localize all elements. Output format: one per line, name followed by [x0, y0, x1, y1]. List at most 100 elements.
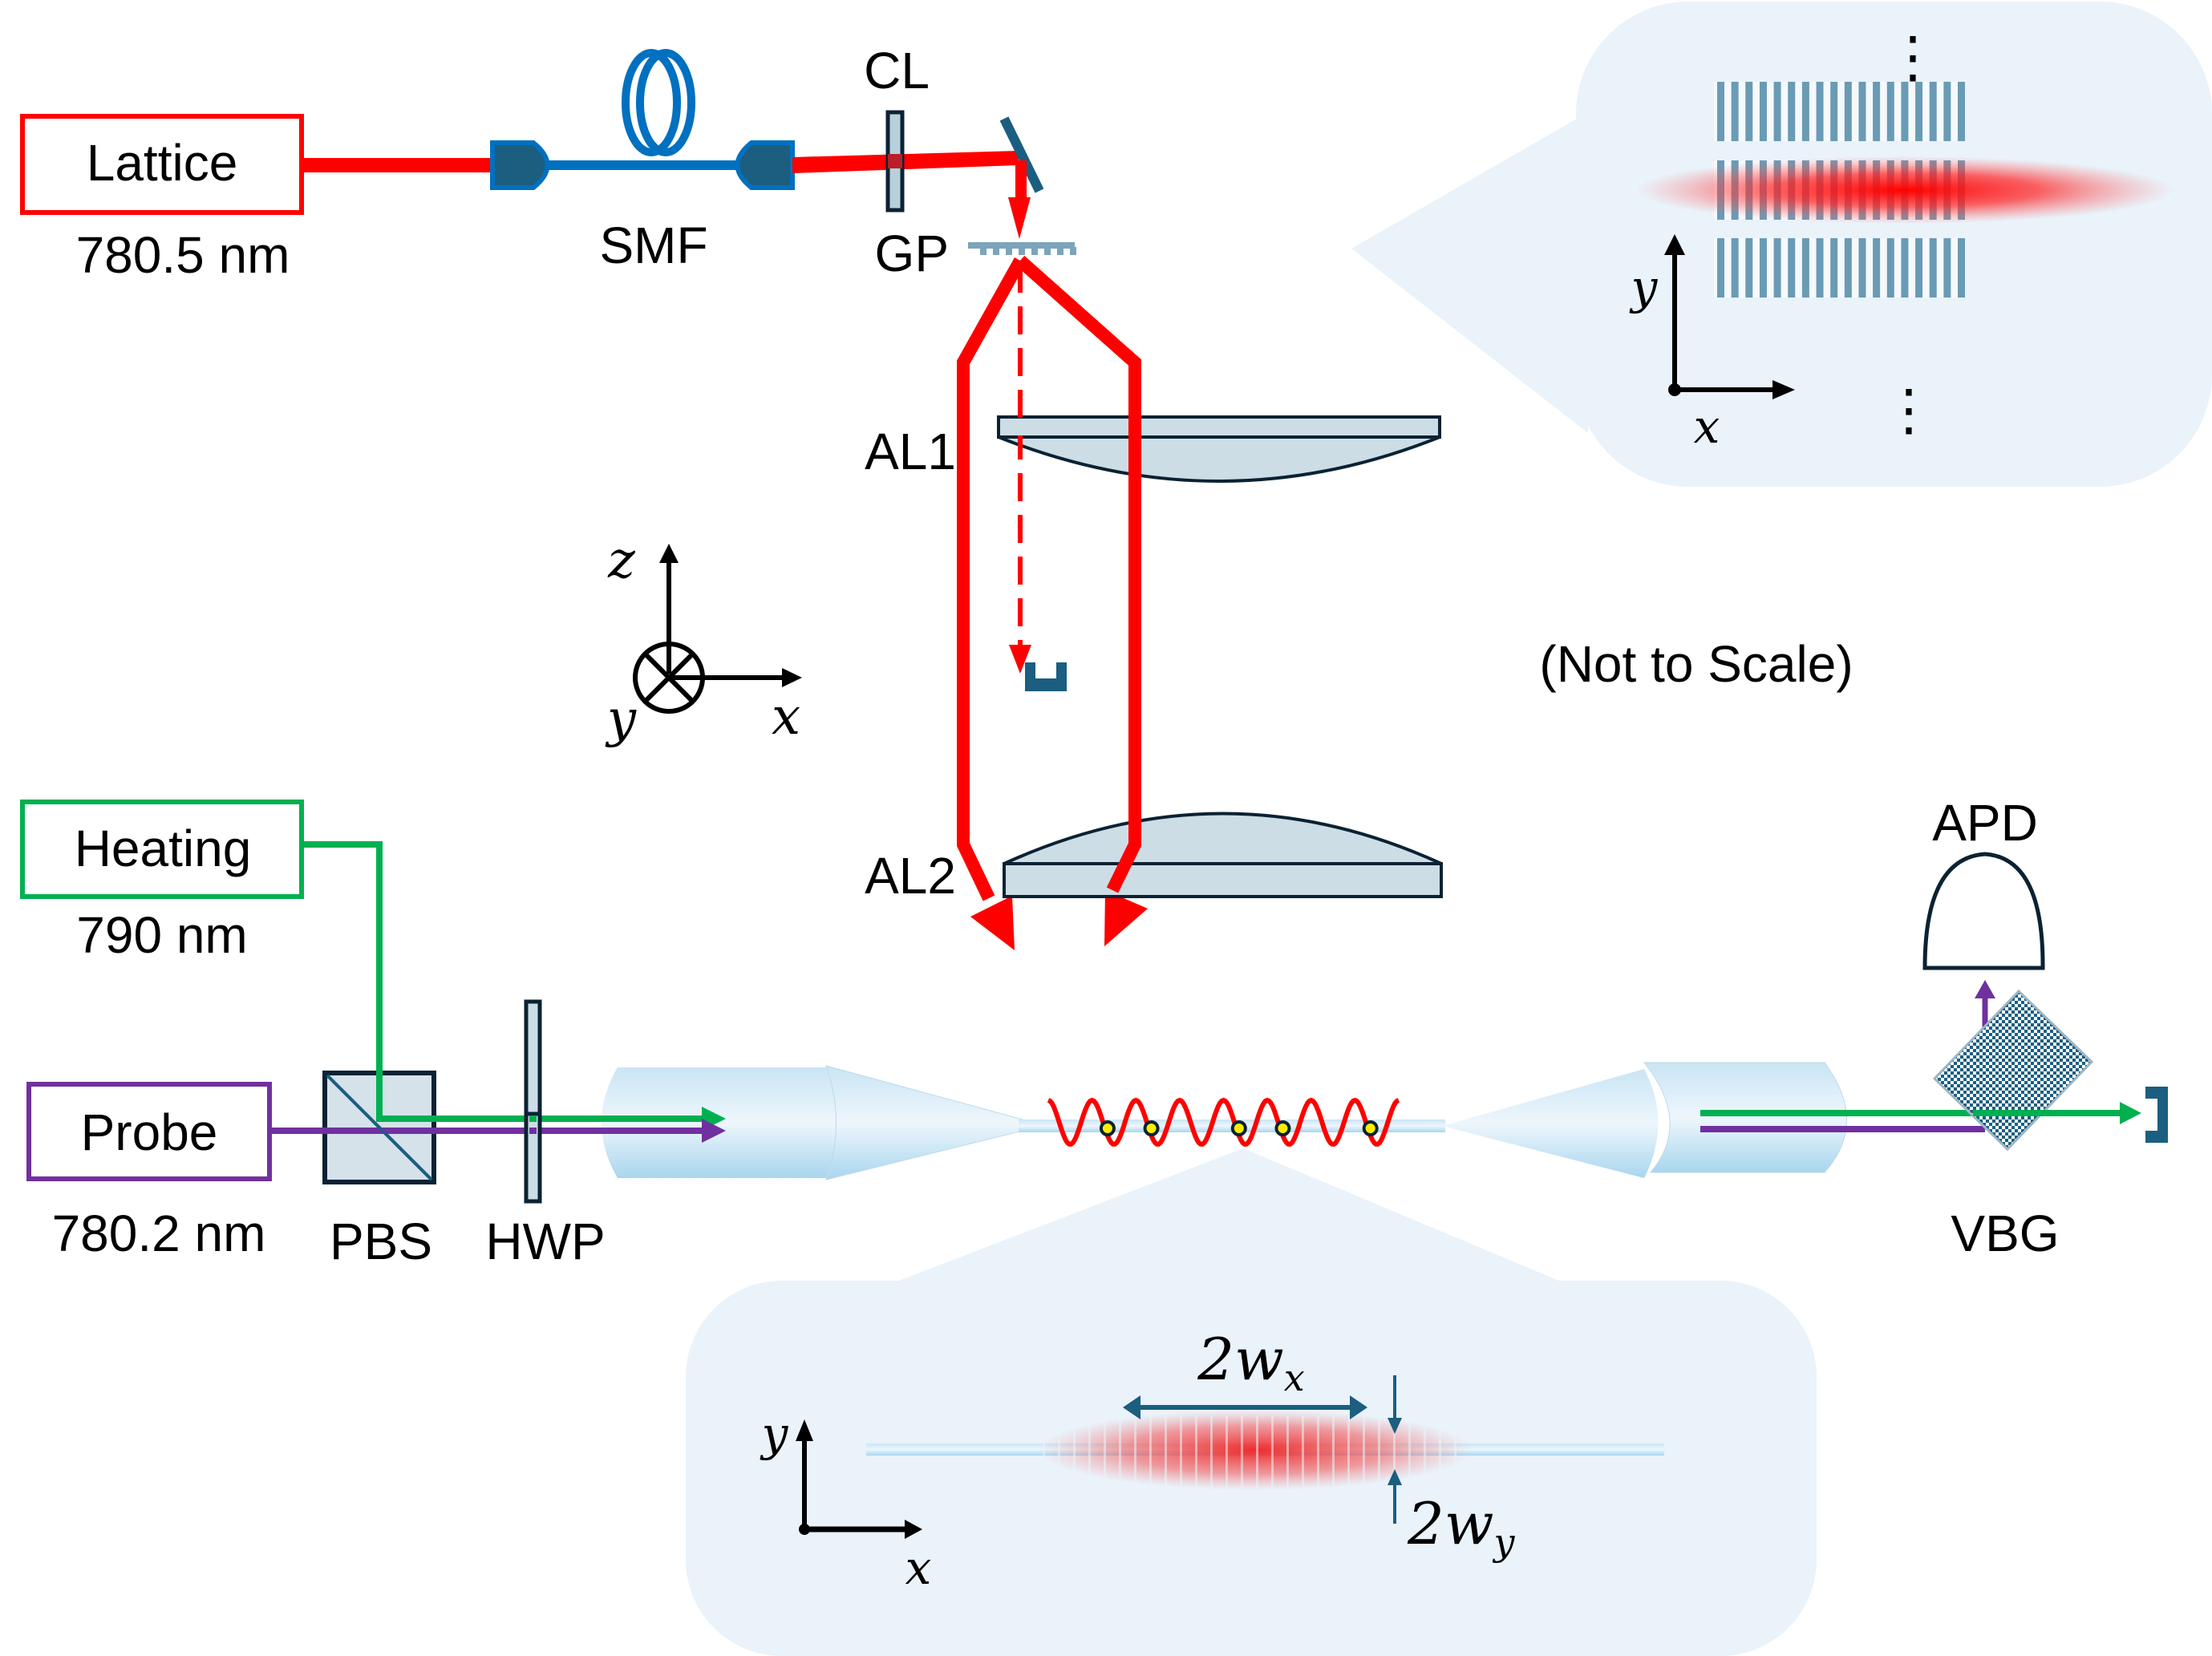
grating-bar — [1788, 238, 1796, 298]
grating-tooth — [1044, 247, 1051, 255]
grating-bar — [1915, 238, 1923, 298]
fringe — [1165, 1415, 1167, 1488]
probe-up-arrow-icon — [1975, 980, 1995, 998]
zero-order-arrow-icon — [1009, 645, 1031, 674]
fringe — [1134, 1415, 1136, 1488]
grating-bar — [1915, 82, 1923, 141]
grating-tooth — [980, 247, 986, 255]
al1-label: AL1 — [865, 423, 956, 480]
wy-arrow-up-icon — [1388, 1469, 1402, 1485]
grating-bar — [1943, 82, 1951, 141]
grating-bar — [1943, 238, 1951, 298]
grating-tooth — [993, 247, 999, 255]
output-coupler — [1442, 1062, 1847, 1178]
apd-icon — [1922, 852, 2045, 970]
fringe — [1439, 1415, 1441, 1488]
atom — [1143, 1120, 1160, 1136]
inset-pointer-bottom — [882, 1148, 1574, 1287]
into-page-icon — [633, 642, 705, 714]
fringe — [1393, 1415, 1396, 1488]
grating-bar — [1745, 238, 1753, 298]
heating-wavelength: 790 nm — [76, 906, 247, 964]
inset-axes-top: y x — [1629, 234, 1795, 454]
grating-bar — [1830, 82, 1838, 141]
lattice-box — [20, 114, 304, 215]
axis-label-y: y — [1629, 260, 1659, 314]
grating-bar — [1958, 82, 1965, 141]
fringe — [1104, 1415, 1106, 1488]
grating-bar — [1745, 82, 1753, 141]
fringe — [1317, 1415, 1319, 1488]
input-coupler — [602, 1065, 1023, 1180]
grating-bar — [1816, 82, 1824, 141]
grating-bar — [1886, 82, 1894, 141]
grating-bar — [1830, 238, 1838, 298]
grating-bar — [1901, 82, 1909, 141]
gp-label: GP — [875, 225, 949, 282]
x-arrow-icon — [1772, 380, 1795, 399]
grating-bar — [1731, 238, 1739, 298]
dimension-wx: 2wx — [1123, 1326, 1367, 1419]
wx-sub: x — [1284, 1356, 1305, 1399]
cl-label: CL — [864, 42, 930, 99]
wx-prefix: 2 — [1197, 1326, 1234, 1393]
arrow-right-icon — [1104, 890, 1148, 946]
probe-arrow-icon — [702, 1119, 726, 1143]
probe-wavelength: 780.2 nm — [52, 1205, 266, 1262]
y-arrow-icon — [796, 1419, 813, 1441]
volume-bragg-grating: VBG — [1932, 989, 2094, 1262]
diffracted-beam-right-overlay — [1015, 256, 1141, 893]
fringe — [1302, 1415, 1304, 1488]
wy-sub: y — [1492, 1520, 1515, 1564]
grating-tooth — [1031, 247, 1038, 255]
x-arrow-icon — [782, 668, 802, 687]
fringe — [1454, 1415, 1456, 1488]
beam-profile-inset: 2wx 2wy y x — [686, 1148, 1817, 1656]
wx-label: 2wx — [1197, 1326, 1304, 1399]
grating-bar — [1717, 238, 1724, 298]
fringe — [1347, 1415, 1350, 1488]
probe-label: Probe — [81, 1103, 218, 1161]
wy-symbol: w — [1444, 1490, 1494, 1557]
grating-tooth — [1070, 247, 1076, 255]
lattice-label: Lattice — [87, 134, 238, 192]
arrow-left-icon — [970, 896, 1015, 950]
probe-source: Probe 780.2 nm — [26, 1082, 272, 1262]
diffracted-beam-left-overlay — [957, 257, 1026, 901]
ellipsis-top: ⋮ — [1885, 24, 1941, 90]
grating-plate: GP — [875, 225, 1076, 282]
beam-dump-right-icon — [2145, 1087, 2168, 1143]
main-axes: z x y — [605, 531, 802, 749]
axis-label-y: y — [760, 1407, 789, 1461]
down-arrow-icon — [1008, 197, 1031, 239]
half-wave-plate: HWP — [485, 999, 606, 1270]
axis-label-z: z — [607, 531, 636, 590]
grating-bar — [1929, 238, 1937, 298]
inset-pointer — [1351, 112, 1588, 433]
grating-bar — [1801, 238, 1809, 298]
grating-bar — [1844, 82, 1852, 141]
dimension-wy: 2wy — [1388, 1375, 1515, 1564]
grating-bar — [1901, 238, 1909, 298]
grating-bar — [1844, 238, 1852, 298]
fringe — [1378, 1415, 1380, 1488]
grating-bar — [1958, 238, 1965, 298]
pbs-label: PBS — [330, 1213, 432, 1270]
axis-label-x: x — [772, 687, 800, 747]
grating-bar — [1788, 82, 1796, 141]
lattice-beam-spot — [1636, 156, 2174, 224]
lattice-beam-2 — [792, 151, 1019, 173]
not-to-scale-note: (Not to Scale) — [1539, 635, 1853, 693]
wx-symbol: w — [1234, 1326, 1284, 1393]
fringe — [1180, 1415, 1182, 1488]
grating-bar — [1773, 238, 1781, 298]
atom — [1362, 1120, 1379, 1136]
grating-bar — [1717, 82, 1724, 141]
hwp-label: HWP — [485, 1213, 605, 1270]
heating-beam — [302, 841, 714, 1122]
lattice-beam-3 — [1015, 160, 1027, 199]
fringe — [1332, 1415, 1335, 1488]
grating-bar — [1759, 238, 1767, 298]
grating-bar — [1873, 238, 1881, 298]
y-arrow-icon — [1664, 234, 1685, 255]
